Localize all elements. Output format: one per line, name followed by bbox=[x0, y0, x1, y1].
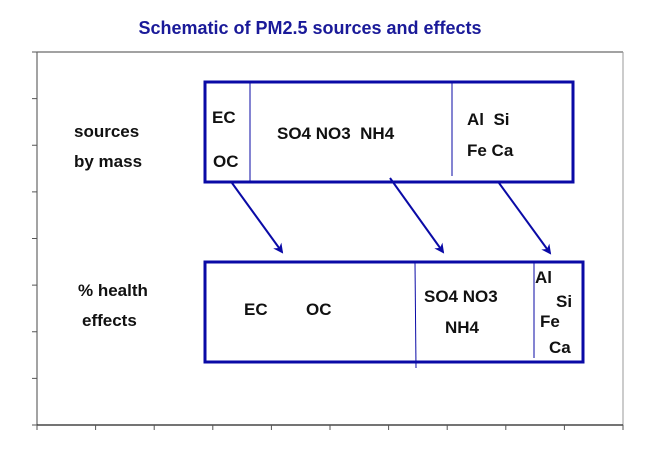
health-secondary-line2: NH4 bbox=[445, 318, 480, 337]
health-si: Si bbox=[556, 292, 572, 311]
health-al: Al bbox=[535, 268, 552, 287]
sources-label-line1: sources bbox=[74, 122, 139, 141]
arrow-secondary bbox=[389, 177, 445, 254]
plot-frame bbox=[32, 51, 624, 430]
sources-box-border bbox=[203, 80, 575, 184]
sources-oc: OC bbox=[213, 152, 239, 171]
health-ec: EC bbox=[244, 300, 268, 319]
health-ca: Ca bbox=[549, 338, 571, 357]
sources-crustal-line1: Al Si bbox=[467, 110, 510, 129]
health-divider-secondary bbox=[414, 262, 417, 369]
arrow-crustal bbox=[498, 182, 552, 255]
health-label-line2: effects bbox=[82, 311, 137, 330]
axis-ticks bbox=[32, 51, 624, 430]
sources-secondary: SO4 NO3 NH4 bbox=[277, 124, 395, 143]
health-label-line1: % health bbox=[78, 281, 148, 300]
arrow-carbon bbox=[231, 182, 284, 254]
sources-box: EC OC SO4 NO3 NH4 Al Si Fe Ca bbox=[203, 80, 575, 184]
health-fe: Fe bbox=[540, 312, 560, 331]
sources-crustal-line2: Fe Ca bbox=[467, 141, 514, 160]
health-secondary-line1: SO4 NO3 bbox=[424, 287, 498, 306]
health-box-border bbox=[203, 260, 585, 364]
diagram-title: Schematic of PM2.5 sources and effects bbox=[138, 18, 481, 38]
sources-ec: EC bbox=[212, 108, 236, 127]
health-box: EC OC SO4 NO3 NH4 Al Si Fe Ca bbox=[203, 260, 585, 369]
health-oc: OC bbox=[306, 300, 332, 319]
sources-label-line2: by mass bbox=[74, 152, 142, 171]
